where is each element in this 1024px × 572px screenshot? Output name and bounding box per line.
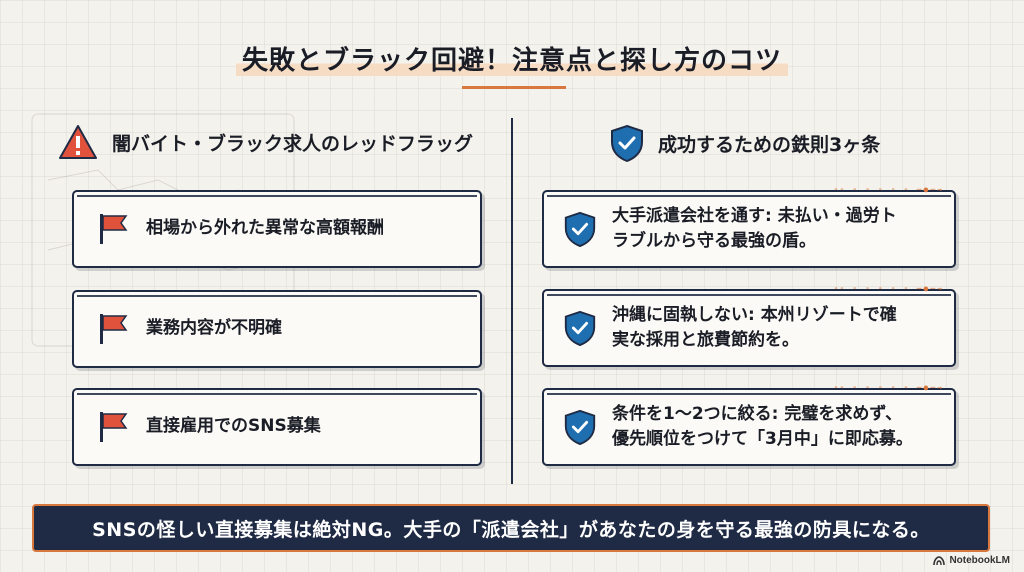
rule-text-line: 大手派遣会社を通す: 未払い・過労ト xyxy=(612,205,897,226)
card-corner-decoration: ⁃⁃ ⁃ ⁃ ⁃ ⁃ ⁃ ─●─→ xyxy=(833,185,944,194)
rule-card: ⁃⁃ ⁃ ⁃ ⁃ ⁃ ⁃ ─●─→ 条件を1〜2つに絞る: 完璧を求めず、 優先… xyxy=(542,383,956,466)
brand-label: NotebookLM xyxy=(949,555,1010,566)
card-top-bar xyxy=(77,295,477,297)
red-flag-text: 相場から外れた異常な高額報酬 xyxy=(146,218,384,239)
column-divider xyxy=(511,118,513,484)
warning-icon xyxy=(59,125,97,159)
card-top-bar xyxy=(77,195,477,197)
page-title: 失敗とブラック回避！注意点と探し方のコツ xyxy=(0,40,1024,77)
rule-text-line: 条件を1〜2つに絞る: 完璧を求めず、 xyxy=(612,403,903,424)
rule-card: ⁃⁃ ⁃ ⁃ ⁃ ⁃ ⁃ ─●─→ 沖縄に固執しない: 本州リゾートで確 実な採… xyxy=(542,284,956,367)
red-flag-icon xyxy=(100,412,128,442)
red-flag-text: 直接雇用でのSNS募集 xyxy=(146,416,321,437)
red-flag-text: 業務内容が不明確 xyxy=(146,318,282,339)
rule-text-line: ラブルから守る最強の盾。 xyxy=(612,231,816,251)
card-corner-decoration: ⁃⁃ ⁃ ⁃ ⁃ ⁃ ⁃ ─●─→ xyxy=(833,284,944,293)
rule-text: 大手派遣会社を通す: 未払い・過労ト ラブルから守る最強の盾。 xyxy=(612,204,897,255)
notebooklm-logo-icon xyxy=(933,555,946,565)
left-section-heading: 闇バイト・ブラック求人のレッドフラッグ xyxy=(58,124,473,160)
red-flag-icon xyxy=(100,314,128,344)
red-flag-card: 相場から外れた異常な高額報酬 xyxy=(72,190,482,268)
card-top-bar xyxy=(77,393,477,395)
title-underline xyxy=(462,86,566,89)
shield-check-icon xyxy=(564,310,596,346)
shield-check-icon xyxy=(564,211,596,247)
card-top-bar xyxy=(547,294,951,296)
summary-banner: SNSの怪しい直接募集は絶対NG。大手の「派遣会社」があなたの身を守る最強の防具… xyxy=(32,504,990,552)
left-heading-label: 闇バイト・ブラック求人のレッドフラッグ xyxy=(112,132,474,155)
brand-watermark: NotebookLM xyxy=(933,555,1010,566)
card-corner-decoration: ⁃⁃ ⁃ ⁃ ⁃ ⁃ ⁃ ─●─→ xyxy=(833,383,944,392)
right-section-heading: 成功するための鉄則3ヶ条 xyxy=(610,124,880,162)
summary-banner-text: SNSの怪しい直接募集は絶対NG。大手の「派遣会社」があなたの身を守る最強の防具… xyxy=(92,518,930,541)
shield-check-icon xyxy=(611,124,643,162)
rule-text: 沖縄に固執しない: 本州リゾートで確 実な採用と旅費節約を。 xyxy=(612,303,897,354)
rule-text-line: 沖縄に固執しない: 本州リゾートで確 xyxy=(612,304,897,325)
card-top-bar xyxy=(547,195,951,197)
rule-card: ⁃⁃ ⁃ ⁃ ⁃ ⁃ ⁃ ─●─→ 大手派遣会社を通す: 未払い・過労ト ラブル… xyxy=(542,185,956,268)
red-flag-card: 直接雇用でのSNS募集 xyxy=(72,388,482,466)
rule-text-line: 実な採用と旅費節約を。 xyxy=(612,330,799,350)
rule-text-line: 優先順位をつけて「3月中」に即応募。 xyxy=(612,429,913,449)
right-heading-label: 成功するための鉄則3ヶ条 xyxy=(658,133,881,156)
shield-check-icon xyxy=(564,409,596,445)
card-top-bar xyxy=(547,393,951,395)
red-flag-card: 業務内容が不明確 xyxy=(72,290,482,368)
rule-text: 条件を1〜2つに絞る: 完璧を求めず、 優先順位をつけて「3月中」に即応募。 xyxy=(612,402,913,453)
red-flag-icon xyxy=(100,214,128,244)
